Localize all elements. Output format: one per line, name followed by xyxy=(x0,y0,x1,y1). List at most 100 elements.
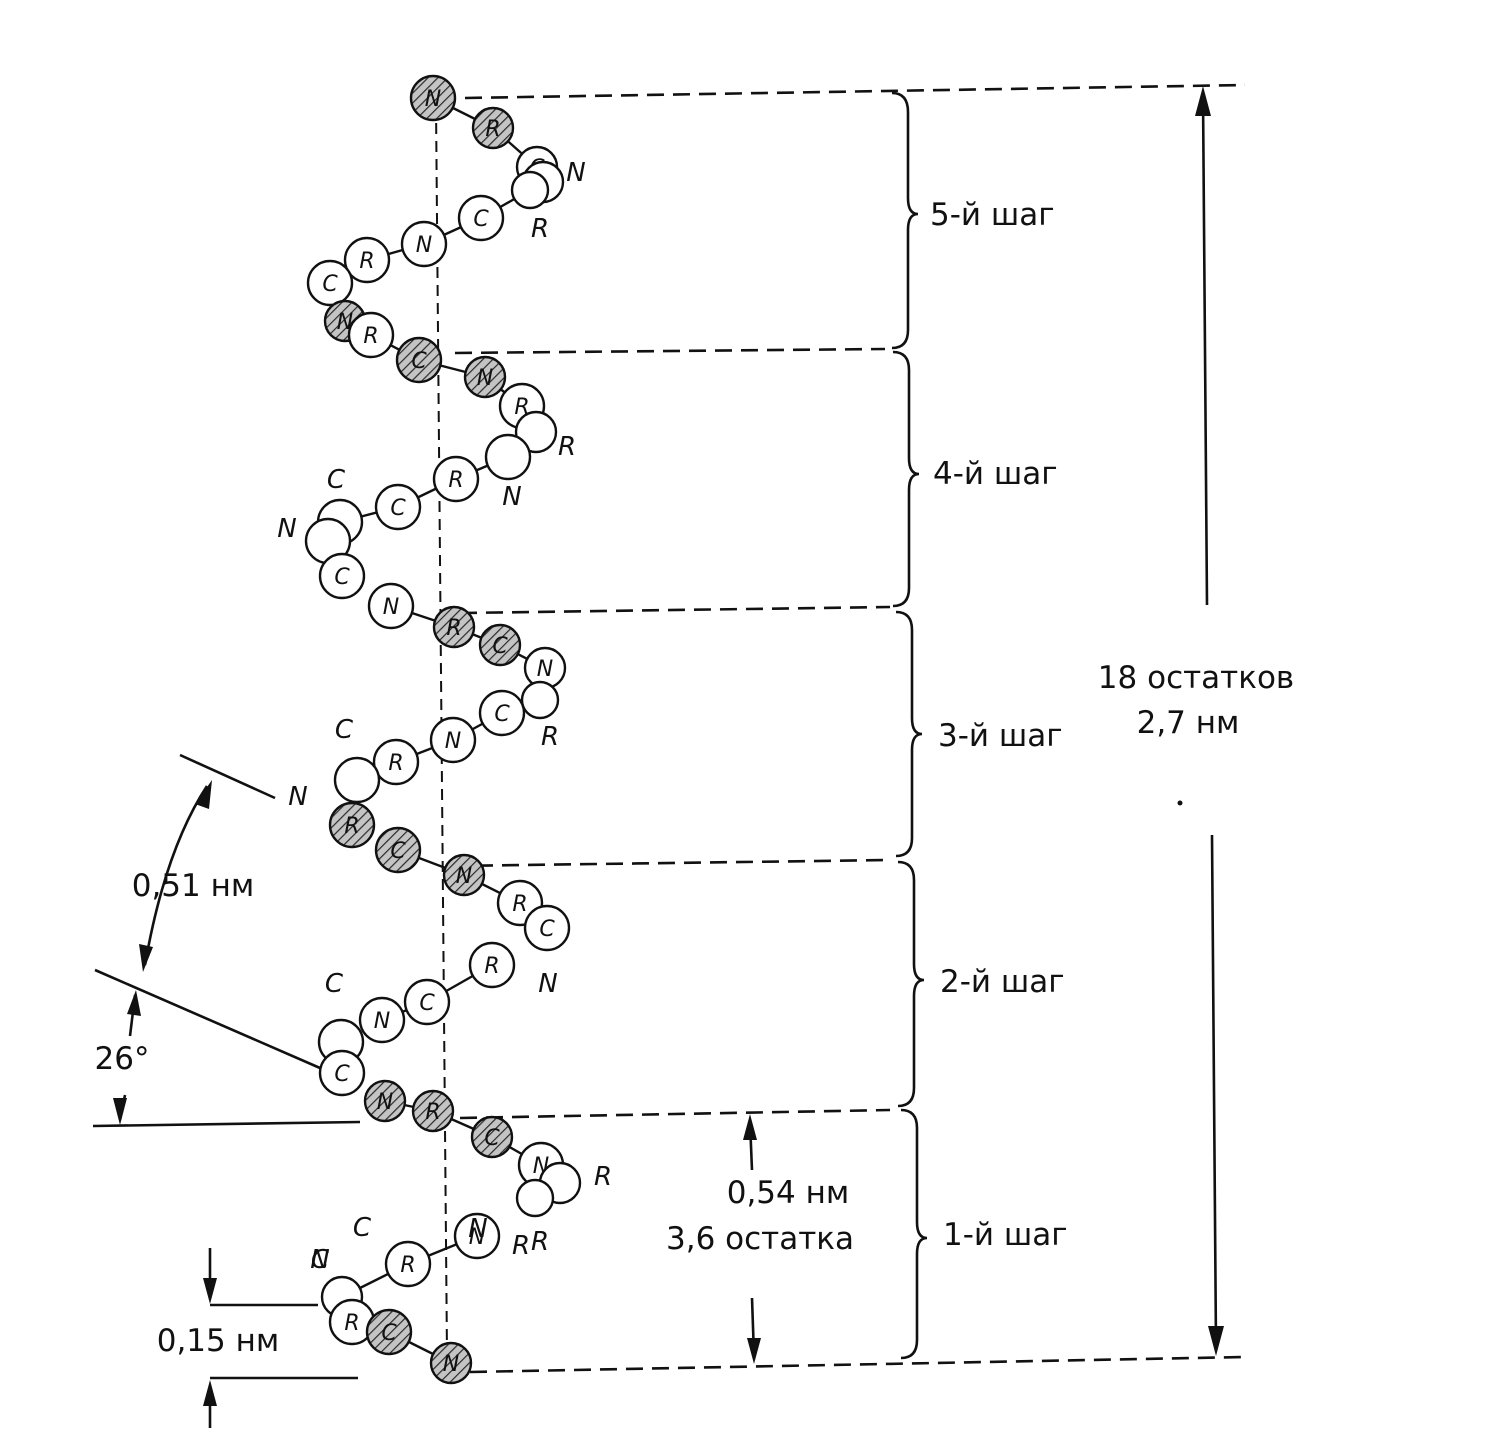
residue-atom xyxy=(515,1178,555,1218)
residue-letter: N xyxy=(445,729,461,754)
total-height-arrow xyxy=(1177,86,1224,1356)
residue-atom: R xyxy=(384,1240,432,1288)
side-letter: R xyxy=(531,214,549,244)
residue-letter: R xyxy=(425,1100,440,1125)
residue-atoms: NRCCNRCNRCNRRCCNRCNCNRRCNRCRCNCNRCNNRRCN xyxy=(304,74,582,1385)
side-letter: N xyxy=(288,782,307,812)
residue-letter: R xyxy=(448,468,463,493)
residue-circle xyxy=(429,716,477,764)
side-letter: N xyxy=(566,158,585,188)
residue-circle xyxy=(463,355,507,399)
residue-letter: N xyxy=(469,1225,485,1250)
residue-letter: C xyxy=(492,634,508,659)
pitch-length-label: 0,54 нм xyxy=(727,1175,850,1211)
side-letter: C xyxy=(325,969,344,999)
residue-letter: R xyxy=(400,1253,415,1278)
side-letter: C xyxy=(311,1245,330,1275)
brace-turn-4 xyxy=(892,350,920,608)
turn-label-3: 3-й шаг xyxy=(938,718,1063,754)
residue-atom-back: R xyxy=(411,1089,455,1133)
residue-atom-back: C xyxy=(365,1308,413,1356)
residue-letter: N xyxy=(425,87,441,112)
residue-circle xyxy=(367,582,415,630)
residue-circle xyxy=(453,1212,501,1260)
residue-atom xyxy=(484,433,532,481)
brace-turn-5 xyxy=(891,91,919,350)
residue-circle xyxy=(395,336,443,384)
total-residues-label: 18 остатков xyxy=(1098,660,1294,696)
rise-marker xyxy=(203,1248,358,1428)
turn-label-1: 1-й шаг xyxy=(943,1217,1068,1253)
residue-circle xyxy=(514,410,558,454)
pitch-arrow xyxy=(743,1114,761,1364)
residue-letter: R xyxy=(512,892,527,917)
residue-circle xyxy=(470,1115,514,1159)
residue-atom: R xyxy=(372,738,420,786)
residue-letter: C xyxy=(419,991,435,1016)
side-letter: N xyxy=(502,482,521,512)
residue-atom-back: C xyxy=(470,1115,514,1159)
residue-letter: C xyxy=(473,207,489,232)
residue-atom-back: N xyxy=(363,1079,407,1123)
residue-letter: R xyxy=(484,954,499,979)
residue-circle xyxy=(515,1178,555,1218)
residue-atom: C xyxy=(478,689,526,737)
residue-letter: R xyxy=(359,249,374,274)
side-letter: C xyxy=(353,1213,372,1243)
side-letter: C xyxy=(327,465,346,495)
residue-atom: N xyxy=(358,996,406,1044)
residue-circle xyxy=(523,904,571,952)
residue-circle xyxy=(374,483,422,531)
residue-atom: C xyxy=(457,194,505,242)
residue-circle xyxy=(478,689,526,737)
residue-atom xyxy=(514,410,558,454)
residue-atom: R xyxy=(432,455,480,503)
residue-letter: C xyxy=(334,565,350,590)
residue-letter: R xyxy=(388,751,403,776)
residue-atom: C xyxy=(318,552,366,600)
residue-atom-back: R xyxy=(432,605,476,649)
residue-letter: N xyxy=(443,1352,459,1377)
side-letter: C xyxy=(335,715,354,745)
residue-atom: C xyxy=(374,483,422,531)
residue-atom: N xyxy=(523,646,567,690)
residue-letter: C xyxy=(390,839,406,864)
residue-atom: R xyxy=(343,236,391,284)
residue-letter: C xyxy=(484,1126,500,1151)
side-letter: R xyxy=(531,1227,549,1257)
residue-circle xyxy=(318,552,366,600)
brace-turn-3 xyxy=(895,610,923,858)
residue-letter: C xyxy=(381,1321,397,1346)
residue-letter: C xyxy=(494,702,510,727)
residue-letter: R xyxy=(344,1311,359,1336)
angle-construction xyxy=(92,753,361,1128)
rise-label: 0,15 нм xyxy=(157,1323,280,1359)
residue-circle xyxy=(400,220,448,268)
residue-atom: N xyxy=(367,582,415,630)
residue-letter: C xyxy=(539,917,555,942)
residue-circle xyxy=(343,236,391,284)
side-letter: N xyxy=(277,514,296,544)
side-letter: N xyxy=(310,1245,329,1275)
residue-atom-back: R xyxy=(471,106,515,150)
side-letter: N xyxy=(538,969,557,999)
residue-circle xyxy=(403,978,451,1026)
residue-circle xyxy=(358,996,406,1044)
residue-letter: C xyxy=(411,349,427,374)
turn-label-4: 4-й шаг xyxy=(933,456,1058,492)
residue-atom: N xyxy=(453,1212,501,1260)
residue-letter: N xyxy=(374,1009,390,1034)
residue-atom-back: C xyxy=(374,826,422,874)
residue-atom: C xyxy=(523,904,571,952)
residue-circle xyxy=(510,170,550,210)
brace-turn-2 xyxy=(897,860,925,1108)
residue-circle xyxy=(363,1079,407,1123)
turn-label-5: 5-й шаг xyxy=(930,197,1055,233)
residue-atom: C xyxy=(318,1049,366,1097)
residue-circle xyxy=(478,623,522,667)
residue-letter: N xyxy=(456,864,472,889)
residue-atom-back: C xyxy=(478,623,522,667)
turn-labels: 5-й шаг 4-й шаг 3-й шаг 2-й шаг 1-й шаг xyxy=(930,197,1068,1253)
turn-label-2: 2-й шаг xyxy=(940,964,1065,1000)
